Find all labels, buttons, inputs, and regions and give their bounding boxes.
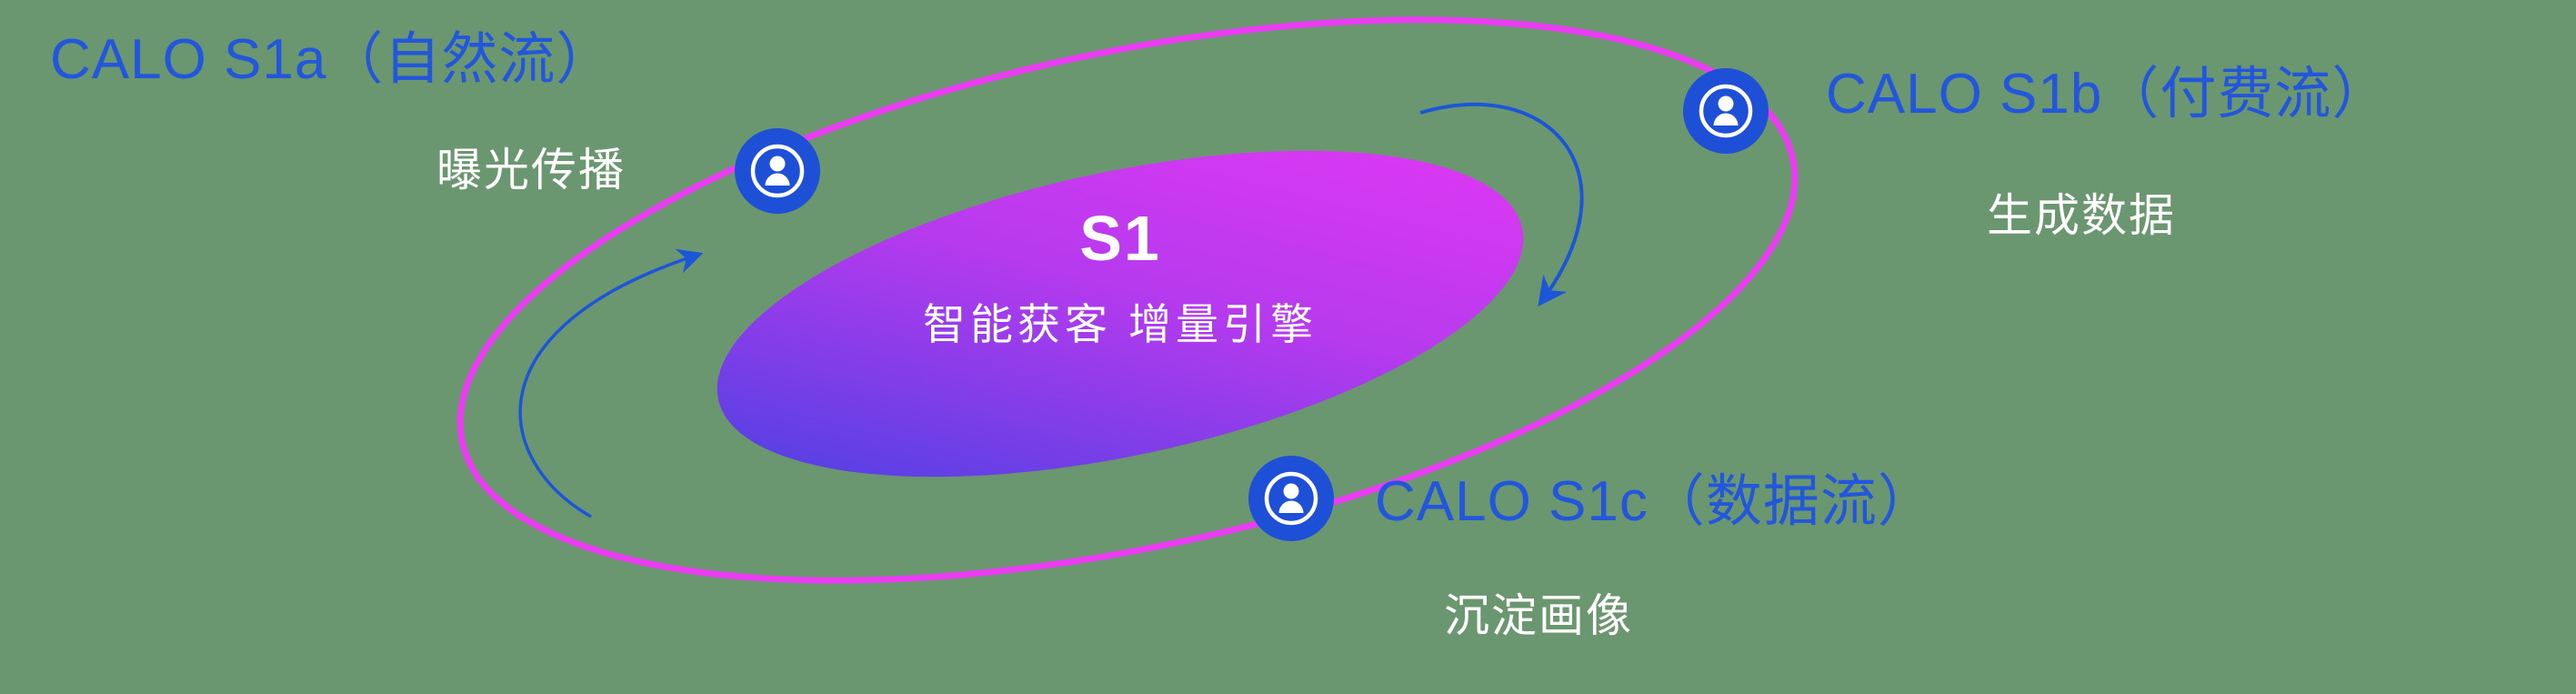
label-s1a-title: CALO S1a（自然流） [50, 28, 614, 91]
core-ellipse [717, 150, 1524, 478]
node-s1c [1248, 456, 1334, 541]
person-in-circle-icon [750, 144, 805, 198]
node-s1a [735, 128, 820, 214]
flow-arrow-left-icon [518, 248, 704, 518]
label-s1c-title: CALO S1c（数据流） [1375, 470, 1935, 533]
flow-arrow-right-icon [1419, 102, 1584, 307]
label-s1c-subtitle: 沉淀画像 [1444, 590, 1633, 641]
core-title: S1 [1079, 203, 1161, 274]
node-s1b [1683, 68, 1769, 154]
label-s1a-subtitle: 曝光传播 [436, 145, 626, 196]
person-in-circle-icon [1264, 471, 1318, 526]
orbit-ring [456, 16, 1799, 584]
label-s1b-subtitle: 生成数据 [1987, 190, 2176, 241]
label-s1b-title: CALO S1b（付费流） [1826, 63, 2390, 126]
core-subtitle: 智能获客 增量引擎 [922, 300, 1318, 348]
person-in-circle-icon [1699, 84, 1753, 138]
core-label-group: S1 智能获客 增量引擎 [757, 202, 1484, 352]
